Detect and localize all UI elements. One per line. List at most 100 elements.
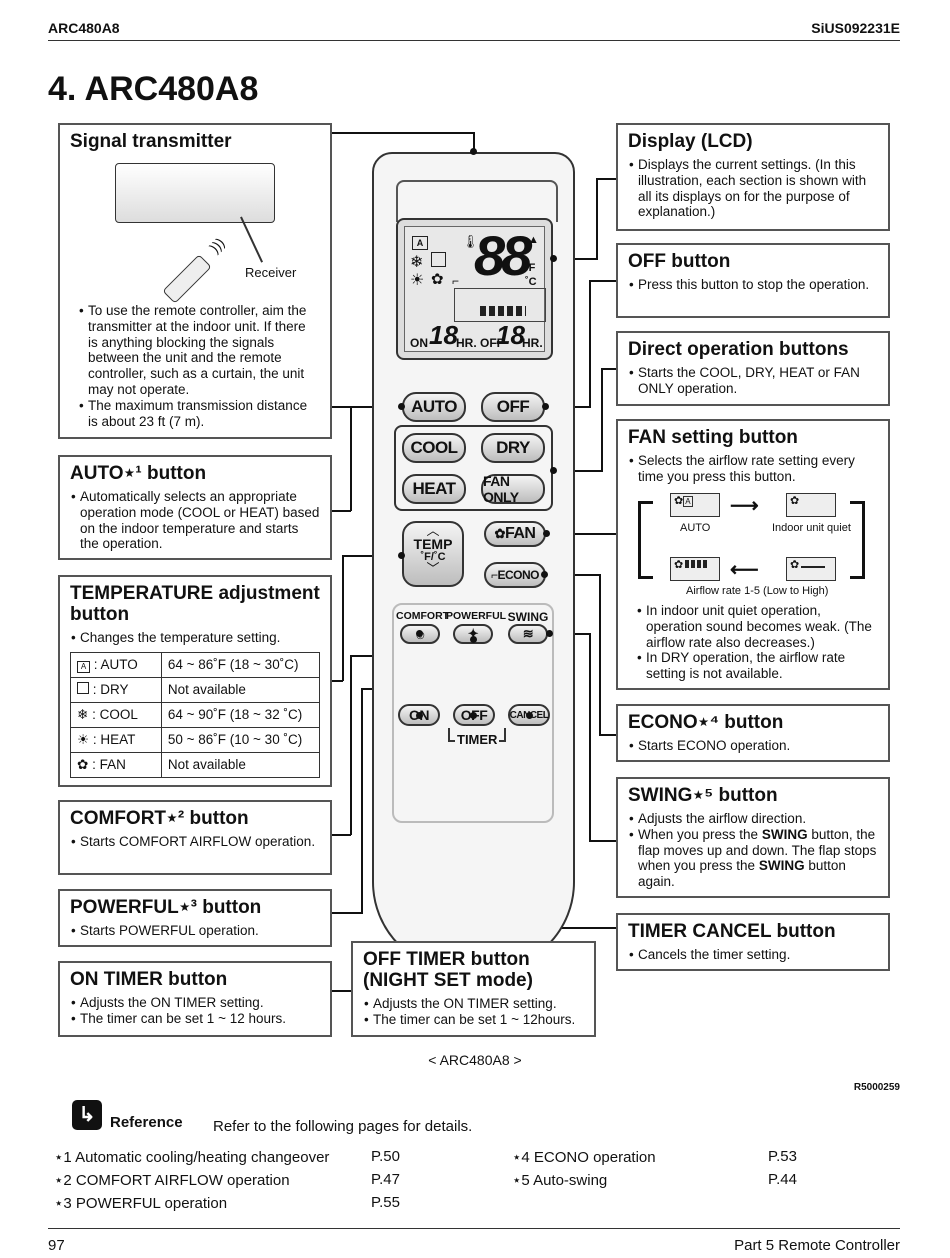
swing-b2-d: SWING xyxy=(758,858,805,874)
fan-label: FAN xyxy=(504,525,536,542)
header-rule xyxy=(48,40,900,41)
powerful-box-title: POWERFUL⋆³ button xyxy=(70,897,262,918)
swing-b2-c: button, the flap moves up and down. The … xyxy=(638,826,877,874)
fan-button[interactable]: ✿FAN xyxy=(484,521,546,547)
off-box-title: OFF button xyxy=(628,251,731,272)
econo-button[interactable]: ⌐ECONO xyxy=(484,562,546,588)
fan-bullet-2: In indoor unit quiet operation, operatio… xyxy=(637,603,878,650)
display-box: Display (LCD) Displays the current setti… xyxy=(616,123,890,231)
fan-bullet-3: In DRY operation, the airflow rate setti… xyxy=(637,650,878,682)
reference-page-3: P.55 xyxy=(371,1194,400,1211)
direct-box-title: Direct operation buttons xyxy=(628,339,849,360)
on-timer-bullet-2: The timer can be set 1 ~ 12 hours. xyxy=(71,1011,320,1027)
signal-waves-icon: ))) xyxy=(206,234,228,256)
temperature-box: TEMPERATURE adjustment button Changes th… xyxy=(58,575,332,787)
heat-button[interactable]: HEAT xyxy=(402,474,466,504)
airflow-bars-icon xyxy=(685,560,710,568)
temp-button[interactable]: ︿ TEMP ˚F/˚C ﹀ xyxy=(402,521,464,587)
lcd-display: A ❄ ☀ ✿ 🌡 88 ▲ ˚F ˚C ⌐ ON 18 HR. OFF 18 … xyxy=(396,218,553,360)
swing-bullet-2: When you press the SWING button, the fla… xyxy=(629,826,878,890)
comfort-bullet: Starts COMFORT AIRFLOW operation. xyxy=(71,834,320,850)
arrow-left-icon: ⟵ xyxy=(730,559,759,581)
reference-item-2: ⋆2 COMFORT AIRFLOW operation xyxy=(54,1172,290,1189)
lcd-cool-icon: ❄ xyxy=(410,254,424,271)
display-bullet: Displays the current settings. (In this … xyxy=(629,157,878,220)
arrow-right-icon: ⟶ xyxy=(730,495,759,517)
swing-box: SWING⋆⁵ button Adjusts the airflow direc… xyxy=(616,777,890,898)
temp-unit-label: ˚F/˚C xyxy=(420,551,446,563)
powerful-bullet: Starts POWERFUL operation. xyxy=(71,923,320,939)
lcd-on-timer-label: ON xyxy=(410,336,428,350)
direct-operation-box: Direct operation buttons Starts the COOL… xyxy=(616,331,890,406)
fan-quiet-display: ✿ xyxy=(786,493,836,517)
lcd-celsius: ˚C xyxy=(525,276,537,288)
lcd-hr2-label: HR. xyxy=(522,336,543,350)
reference-label: Reference xyxy=(110,1114,183,1131)
page-title: 4. ARC480A8 xyxy=(48,70,259,108)
econo-box-title: ECONO⋆⁴ button xyxy=(628,712,784,733)
swing-box-title: SWING⋆⁵ button xyxy=(628,785,778,806)
fan-quiet-label: Indoor unit quiet xyxy=(772,522,851,534)
temperature-bullet: Changes the temperature setting. xyxy=(71,630,320,646)
lcd-fahrenheit: ˚F xyxy=(525,262,536,274)
cool-mode-icon: ❄ xyxy=(77,706,89,722)
powerful-button[interactable]: ✦ xyxy=(453,624,493,644)
swing-bullet-1: Adjusts the airflow direction. xyxy=(629,811,878,827)
header-doc-id: SiUS092231E xyxy=(811,20,900,36)
auto-bullet: Automatically selects an appropriate ope… xyxy=(71,489,320,552)
reference-item-1: ⋆1 Automatic cooling/heating changeover xyxy=(54,1149,330,1166)
fan-notes: In indoor unit quiet operation, operatio… xyxy=(636,603,878,682)
mode-auto: : AUTO xyxy=(93,656,138,672)
powerful-icon: ✦ xyxy=(467,626,479,641)
reference-icon: ↳ xyxy=(72,1100,102,1130)
off-timer-box: OFF TIMER button (NIGHT SET mode) Adjust… xyxy=(351,941,596,1037)
swing-icon: ≋ xyxy=(522,626,534,641)
figure-caption: < ARC480A8 > xyxy=(428,1052,522,1068)
fan-mode-icon: ✿ xyxy=(77,756,89,772)
cycle-bracket-left xyxy=(638,501,653,579)
swing-button[interactable]: ≋ xyxy=(508,624,548,644)
dry-mode-icon xyxy=(77,682,89,695)
heat-mode-icon: ☀ xyxy=(77,731,90,747)
on-timer-bullet-1: Adjusts the ON TIMER setting. xyxy=(71,995,320,1011)
fan-icon: ✿ xyxy=(674,495,684,507)
fan-icon: ✿ xyxy=(494,526,506,541)
fan-rate-label: Airflow rate 1-5 (Low to High) xyxy=(686,585,829,597)
footer-section: Part 5 Remote Controller xyxy=(734,1237,900,1254)
fan-only-button[interactable]: FAN ONLY xyxy=(481,473,545,505)
lcd-heat-icon: ☀ xyxy=(410,272,425,289)
cool-button[interactable]: COOL xyxy=(402,433,466,463)
off-timer-bullet-2: The timer can be set 1 ~ 12hours. xyxy=(364,1012,584,1028)
reference-item-4: ⋆4 ECONO operation xyxy=(512,1149,656,1166)
swing-b2-e: button again. xyxy=(638,858,846,890)
signal-transmitter-box: Signal transmitter ))) Receiver To use t… xyxy=(58,123,332,439)
quiet-icon: ✿ xyxy=(790,495,800,507)
off-button[interactable]: OFF xyxy=(481,392,545,422)
mode-fan: : FAN xyxy=(92,756,126,772)
dry-button[interactable]: DRY xyxy=(481,433,545,463)
cycle-bracket-right xyxy=(850,501,865,579)
range-cool: 64 ~ 90˚F (18 ~ 32 ˚C) xyxy=(160,701,321,728)
econo-icon: ⌐ xyxy=(490,568,498,582)
signal-transmitter-bullets: To use the remote controller, aim the tr… xyxy=(78,303,318,429)
reference-item-5: ⋆5 Auto-swing xyxy=(512,1172,608,1189)
reference-text: Refer to the following pages for details… xyxy=(213,1118,473,1135)
auto-box-title: AUTO⋆¹ button xyxy=(70,463,207,484)
signal-transmitter-title: Signal transmitter xyxy=(70,131,232,152)
auto-button[interactable]: AUTO xyxy=(402,392,466,422)
auto-mode-icon: A xyxy=(77,660,90,673)
timer-cancel-box: TIMER CANCEL button Cancels the timer se… xyxy=(616,913,890,971)
range-heat: 50 ~ 86˚F (10 ~ 30 ˚C) xyxy=(160,726,321,753)
lower-panel xyxy=(392,603,554,823)
remote-illustration xyxy=(162,254,212,304)
fan-box-title: FAN setting button xyxy=(628,427,798,448)
lcd-fan-area xyxy=(454,288,546,322)
lcd-fan-icon: ✿ xyxy=(431,271,444,288)
reference-page-1: P.50 xyxy=(371,1148,400,1165)
header-model: ARC480A8 xyxy=(48,20,120,36)
lcd-digits: 88 xyxy=(474,224,532,287)
